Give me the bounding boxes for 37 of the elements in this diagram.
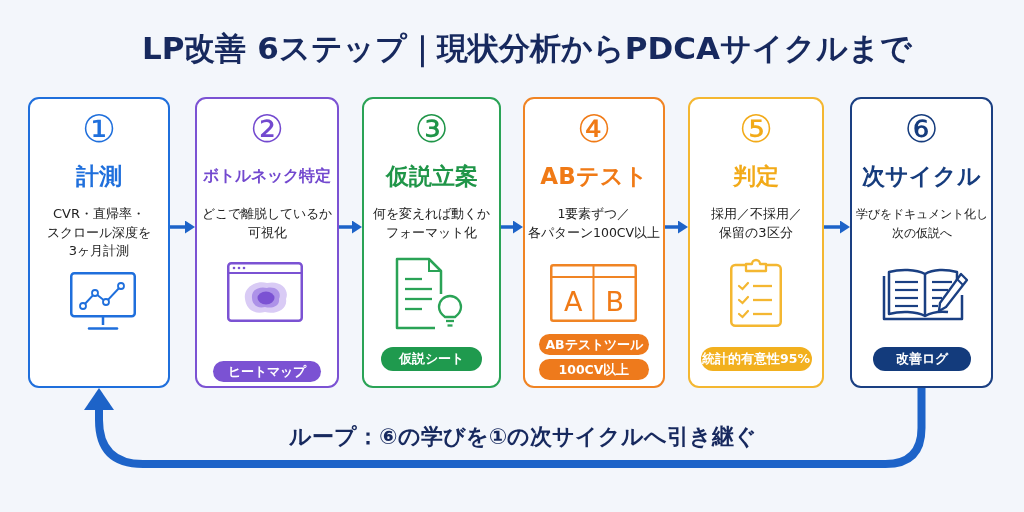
tool-tag: 仮説シート (381, 347, 482, 371)
tool-tag: ヒートマップ (213, 361, 321, 382)
title: LP改善 6ステップ｜現状分析からPDCAサイクルまで (142, 29, 913, 69)
step-number: ② (248, 108, 286, 150)
step-title: 仮説立案 (384, 162, 479, 191)
variant-letter: A (564, 285, 583, 319)
tool-tag: 100CV以上 (539, 359, 649, 380)
step-description: CVR・直帰率・スクロール深度を3ヶ月計測 (46, 205, 152, 260)
step-description: 学びをドキュメント化し次の仮説へ (855, 206, 988, 242)
step-title: ABテスト (539, 162, 649, 191)
tool-tag: 改善ログ (872, 347, 971, 371)
variant-letter: B (605, 285, 625, 319)
step-description: 1要素ずつ／各パターン100CV以上 (528, 205, 660, 242)
step-card (523, 97, 665, 388)
tool-tag: 統計的有意性95% (700, 347, 812, 371)
arrow (665, 222, 688, 232)
step-description: 何を変えれば動くかフォーマット化 (372, 205, 491, 242)
arrow (824, 222, 850, 232)
step-number: ③ (413, 108, 450, 150)
step-card (688, 97, 824, 388)
step-card (28, 97, 170, 388)
step-number: ④ (575, 108, 613, 150)
step-title: ボトルネック特定 (202, 165, 332, 187)
step-title: 判定 (732, 162, 780, 191)
step-description: 採用／不採用／保留の3区分 (709, 205, 803, 242)
tool-tag: ABテストツール (539, 334, 649, 355)
arrow (501, 222, 523, 232)
step-card (362, 97, 501, 388)
step-card (850, 97, 993, 388)
arrow (339, 222, 362, 232)
step-number: ⑥ (903, 108, 940, 150)
arrow (170, 222, 195, 232)
step-number: ① (80, 108, 118, 150)
step-title: 次サイクル (861, 162, 982, 191)
step-number: ⑤ (737, 108, 775, 150)
step-title: 計測 (75, 162, 123, 191)
step-description: どこで離脱しているか可視化 (201, 205, 333, 242)
